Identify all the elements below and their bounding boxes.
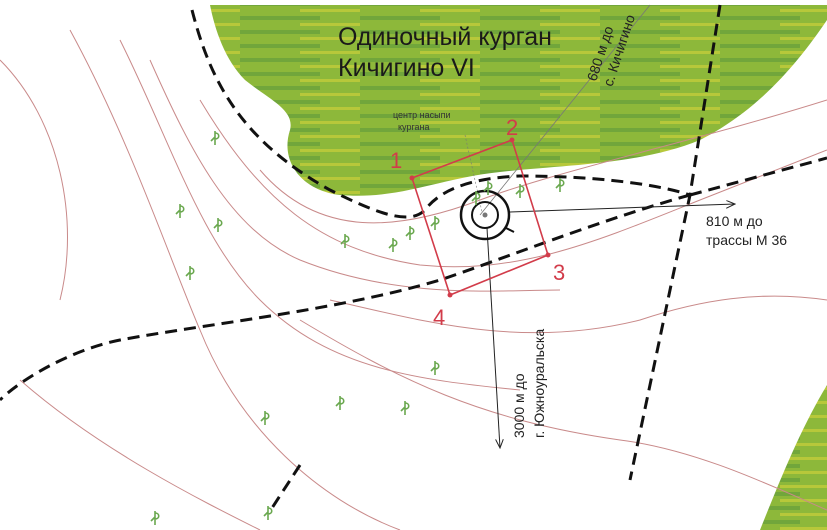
corner-label-3: 3 [553, 260, 565, 285]
tree-icon [340, 234, 350, 248]
tree-icon [388, 238, 398, 252]
dirt-roads [0, 4, 827, 509]
yuzhnouralsk-distance-line1: 3000 м до [511, 373, 527, 438]
tree-icon [483, 181, 493, 195]
boundary-vertices [409, 137, 551, 298]
tree-icon [405, 226, 415, 240]
highway-distance-line2: трассы М 36 [706, 232, 787, 248]
corner-label-4: 4 [433, 305, 445, 330]
tree-icon [263, 506, 273, 520]
tree-icon [515, 184, 525, 198]
site-title-line2: Кичигино VI [338, 54, 475, 82]
tree-icon [150, 511, 160, 525]
contour-lines [0, 29, 827, 530]
tree-icon [471, 191, 481, 205]
forest-area-north [210, 5, 827, 196]
mound-center-label-line1: центр насыпи [393, 110, 451, 120]
mound-center-label-line2: кургана [398, 122, 430, 132]
tree-icon [185, 266, 195, 280]
kichigino-direction-line [479, 4, 651, 216]
highway-distance-line1: 810 м до [706, 213, 763, 229]
forest-area-southeast [760, 385, 827, 530]
highway-direction-arrow [509, 204, 735, 213]
tree-icon [213, 218, 223, 232]
tree-icon [430, 216, 440, 230]
tree-icon [175, 204, 185, 218]
tree-icon [430, 361, 440, 375]
tree-icon [210, 131, 220, 145]
tree-icon [335, 396, 345, 410]
corner-label-1: 1 [390, 148, 402, 173]
tree-icon [555, 178, 565, 192]
yuzhnouralsk-direction-arrow [486, 227, 500, 448]
mound-label-leader [464, 134, 483, 213]
tree-group [150, 131, 565, 525]
tree-icon [400, 401, 410, 415]
corner-label-2: 2 [506, 115, 518, 140]
tree-icon [260, 411, 270, 425]
yuzhnouralsk-distance-line2: г. Южноуральска [531, 329, 547, 438]
site-title-line1: Одиночный курган [338, 23, 552, 51]
